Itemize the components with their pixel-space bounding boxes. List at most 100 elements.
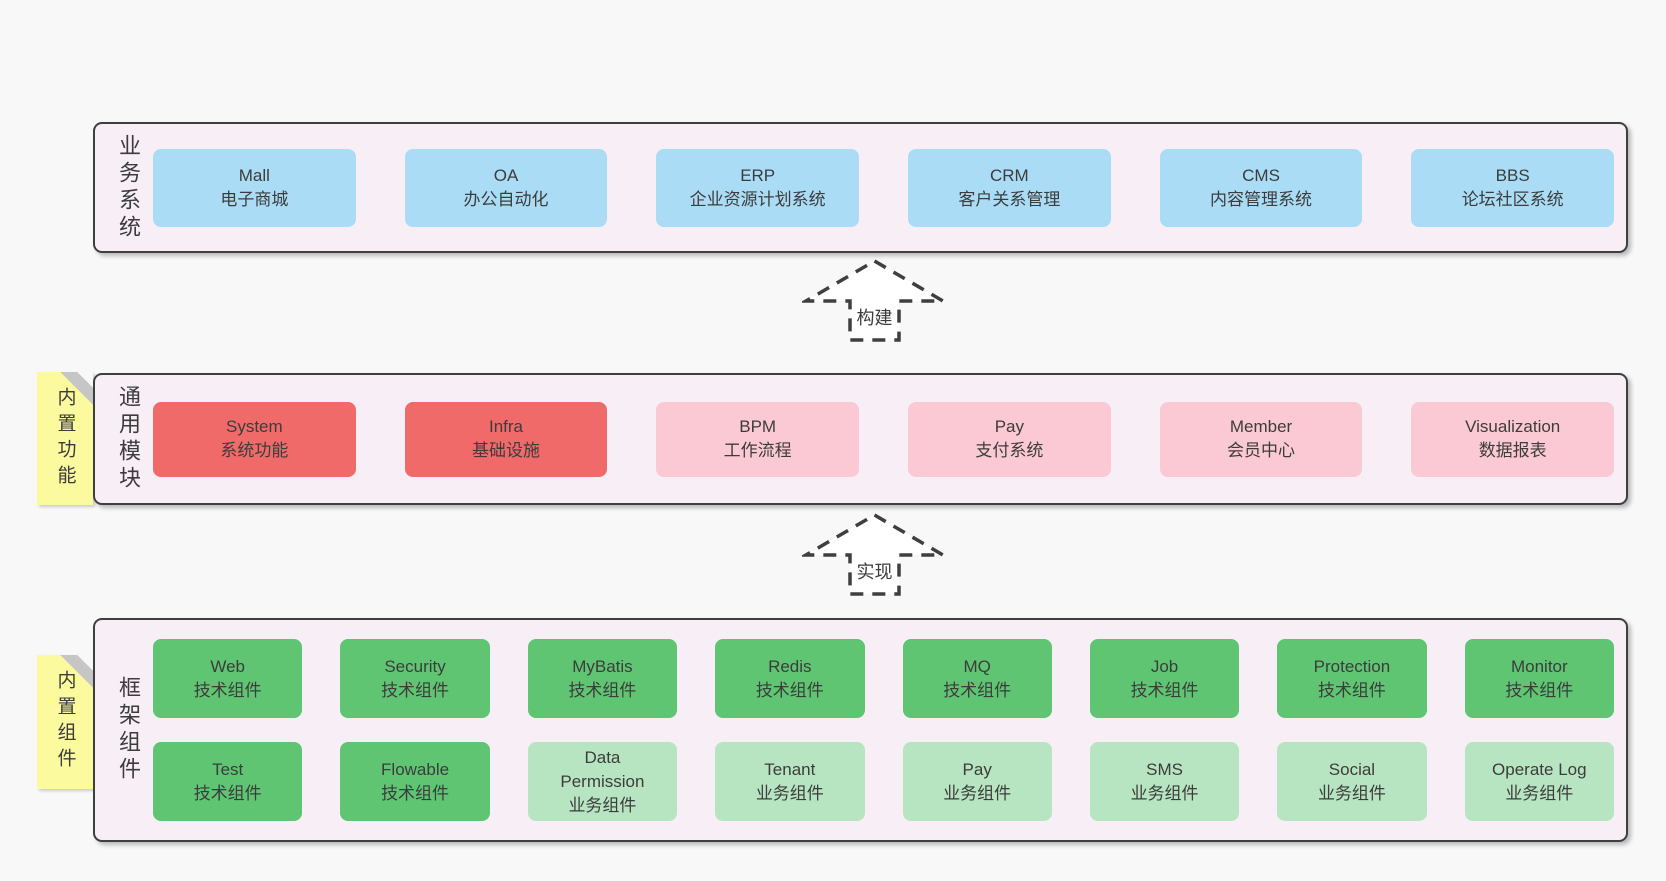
component-box-job: Job 技术组件 bbox=[1089, 639, 1240, 718]
component-name: MQ bbox=[963, 656, 991, 676]
component-box-bpm: BPM 工作流程 bbox=[656, 401, 860, 477]
component-name: Redis bbox=[768, 656, 812, 676]
component-desc: 技术组件 bbox=[193, 680, 262, 700]
component-box-member: Member 会员中心 bbox=[1159, 401, 1363, 477]
component-box-flowable: Flowable 技术组件 bbox=[340, 742, 490, 821]
arrow-label: 实现 bbox=[857, 562, 893, 582]
component-box-mq: MQ 技术组件 bbox=[902, 639, 1052, 718]
component-row: System 系统功能 Infra 基础设施 BPM 工作流程 Pay 支付系统 Member 会… bbox=[153, 401, 1615, 477]
component-name: Protection bbox=[1313, 656, 1391, 676]
component-box-redis: Redis 技术组件 bbox=[715, 639, 865, 718]
component-name: CRM bbox=[989, 165, 1029, 185]
component-desc: 工作流程 bbox=[723, 441, 792, 460]
component-box-cms: CMS 内容管理系统 bbox=[1159, 148, 1363, 227]
sticky-note-label: 内置组件 bbox=[54, 670, 76, 774]
component-box-social: Social 业务组件 bbox=[1277, 742, 1427, 821]
component-name: Social bbox=[1328, 759, 1376, 779]
component-desc: 技术组件 bbox=[1505, 680, 1574, 700]
component-desc: 技术组件 bbox=[193, 783, 262, 803]
component-name: Pay bbox=[994, 417, 1024, 436]
dashed-up-arrow-shape bbox=[802, 258, 947, 342]
component-name: Operate Log bbox=[1492, 759, 1587, 779]
component-box-infra: Infra 基础设施 bbox=[404, 401, 608, 477]
component-name: Test bbox=[212, 759, 244, 779]
component-desc: 系统功能 bbox=[220, 441, 289, 460]
component-desc: 业务组件 bbox=[568, 795, 637, 815]
sticky-note-built-in-components: 内置组件 bbox=[37, 655, 93, 789]
component-desc: 技术组件 bbox=[755, 680, 824, 700]
component-name: Visualization bbox=[1465, 417, 1561, 436]
component-box-erp: ERP 企业资源计划系统 bbox=[656, 148, 860, 227]
layer-common-modules: 通用模块 System 系统功能 Infra 基础设施 BPM 工作流程 Pay 支付系统 Me… bbox=[93, 373, 1628, 505]
component-name: Monitor bbox=[1510, 656, 1568, 676]
layer-label: 通用模块 bbox=[116, 385, 141, 493]
arrow-label: 构建 bbox=[857, 308, 893, 328]
dashed-up-arrow-shape bbox=[802, 512, 947, 596]
layer-body: System 系统功能 Infra 基础设施 BPM 工作流程 Pay 支付系统 Member 会… bbox=[153, 401, 1626, 477]
component-desc: 基础设施 bbox=[472, 441, 540, 460]
component-box-crm: CRM 客户关系管理 bbox=[908, 148, 1111, 227]
component-desc: 支付系统 bbox=[975, 441, 1044, 460]
up-arrow-build: 构建 bbox=[802, 258, 947, 344]
component-box-pay: Pay 支付系统 bbox=[908, 401, 1111, 477]
component-desc: 办公自动化 bbox=[463, 189, 549, 209]
component-box-protection: Protection 技术组件 bbox=[1277, 639, 1427, 718]
component-name: Web bbox=[210, 656, 246, 676]
component-name: Flowable bbox=[381, 759, 450, 779]
component-desc: 业务组件 bbox=[755, 783, 824, 803]
up-arrow-implement: 实现 bbox=[802, 512, 947, 598]
component-name: Member bbox=[1229, 417, 1293, 436]
component-box-data-permission: Data Permission 业务组件 bbox=[527, 742, 678, 821]
component-box-mall: Mall 电子商城 bbox=[153, 148, 356, 227]
component-box-pay: Pay 业务组件 bbox=[902, 742, 1052, 821]
component-name: Infra bbox=[488, 417, 524, 436]
component-name: Mall bbox=[238, 165, 270, 185]
component-box-tenant: Tenant 业务组件 bbox=[715, 742, 865, 821]
component-desc: 技术组件 bbox=[943, 680, 1012, 700]
component-box-security: Security 技术组件 bbox=[340, 639, 490, 718]
sticky-note-built-in-functions: 内置功能 bbox=[37, 372, 93, 505]
component-desc: 客户关系管理 bbox=[958, 189, 1061, 209]
component-box-visualization: Visualization 数据报表 bbox=[1411, 401, 1615, 477]
component-name: System bbox=[225, 417, 283, 436]
component-name: CMS bbox=[1242, 165, 1280, 185]
component-name: Data Permission bbox=[560, 747, 645, 791]
component-desc: 技术组件 bbox=[381, 783, 450, 803]
component-name: BPM bbox=[739, 417, 777, 436]
component-desc: 技术组件 bbox=[1317, 680, 1386, 700]
component-desc: 电子商城 bbox=[220, 189, 289, 209]
component-desc: 数据报表 bbox=[1478, 441, 1547, 460]
component-name: Tenant bbox=[764, 759, 816, 779]
component-desc: 业务组件 bbox=[943, 783, 1012, 803]
component-box-bbs: BBS 论坛社区系统 bbox=[1411, 148, 1615, 227]
component-name: BBS bbox=[1495, 165, 1530, 185]
component-desc: 业务组件 bbox=[1505, 783, 1574, 803]
component-desc: 技术组件 bbox=[1130, 680, 1199, 700]
component-box-operate-log: Operate Log 业务组件 bbox=[1464, 742, 1614, 821]
component-name: Pay bbox=[962, 759, 992, 779]
component-desc: 会员中心 bbox=[1227, 441, 1296, 460]
component-box-monitor: Monitor 技术组件 bbox=[1464, 639, 1614, 718]
component-box-web: Web 技术组件 bbox=[153, 639, 303, 718]
layer-label: 业务系统 bbox=[116, 133, 141, 242]
component-name: Security bbox=[384, 656, 446, 676]
component-name: SMS bbox=[1146, 759, 1183, 779]
component-desc: 企业资源计划系统 bbox=[689, 189, 826, 209]
sticky-note-label: 内置功能 bbox=[54, 386, 76, 491]
component-name: ERP bbox=[740, 165, 776, 185]
component-desc: 论坛社区系统 bbox=[1461, 189, 1564, 209]
component-name: Job bbox=[1150, 656, 1179, 676]
layer-label: 框架组件 bbox=[116, 676, 141, 784]
component-box-test: Test 技术组件 bbox=[153, 742, 303, 821]
component-desc: 业务组件 bbox=[1317, 783, 1386, 803]
component-desc: 内容管理系统 bbox=[1210, 189, 1313, 209]
component-desc: 技术组件 bbox=[381, 680, 450, 700]
